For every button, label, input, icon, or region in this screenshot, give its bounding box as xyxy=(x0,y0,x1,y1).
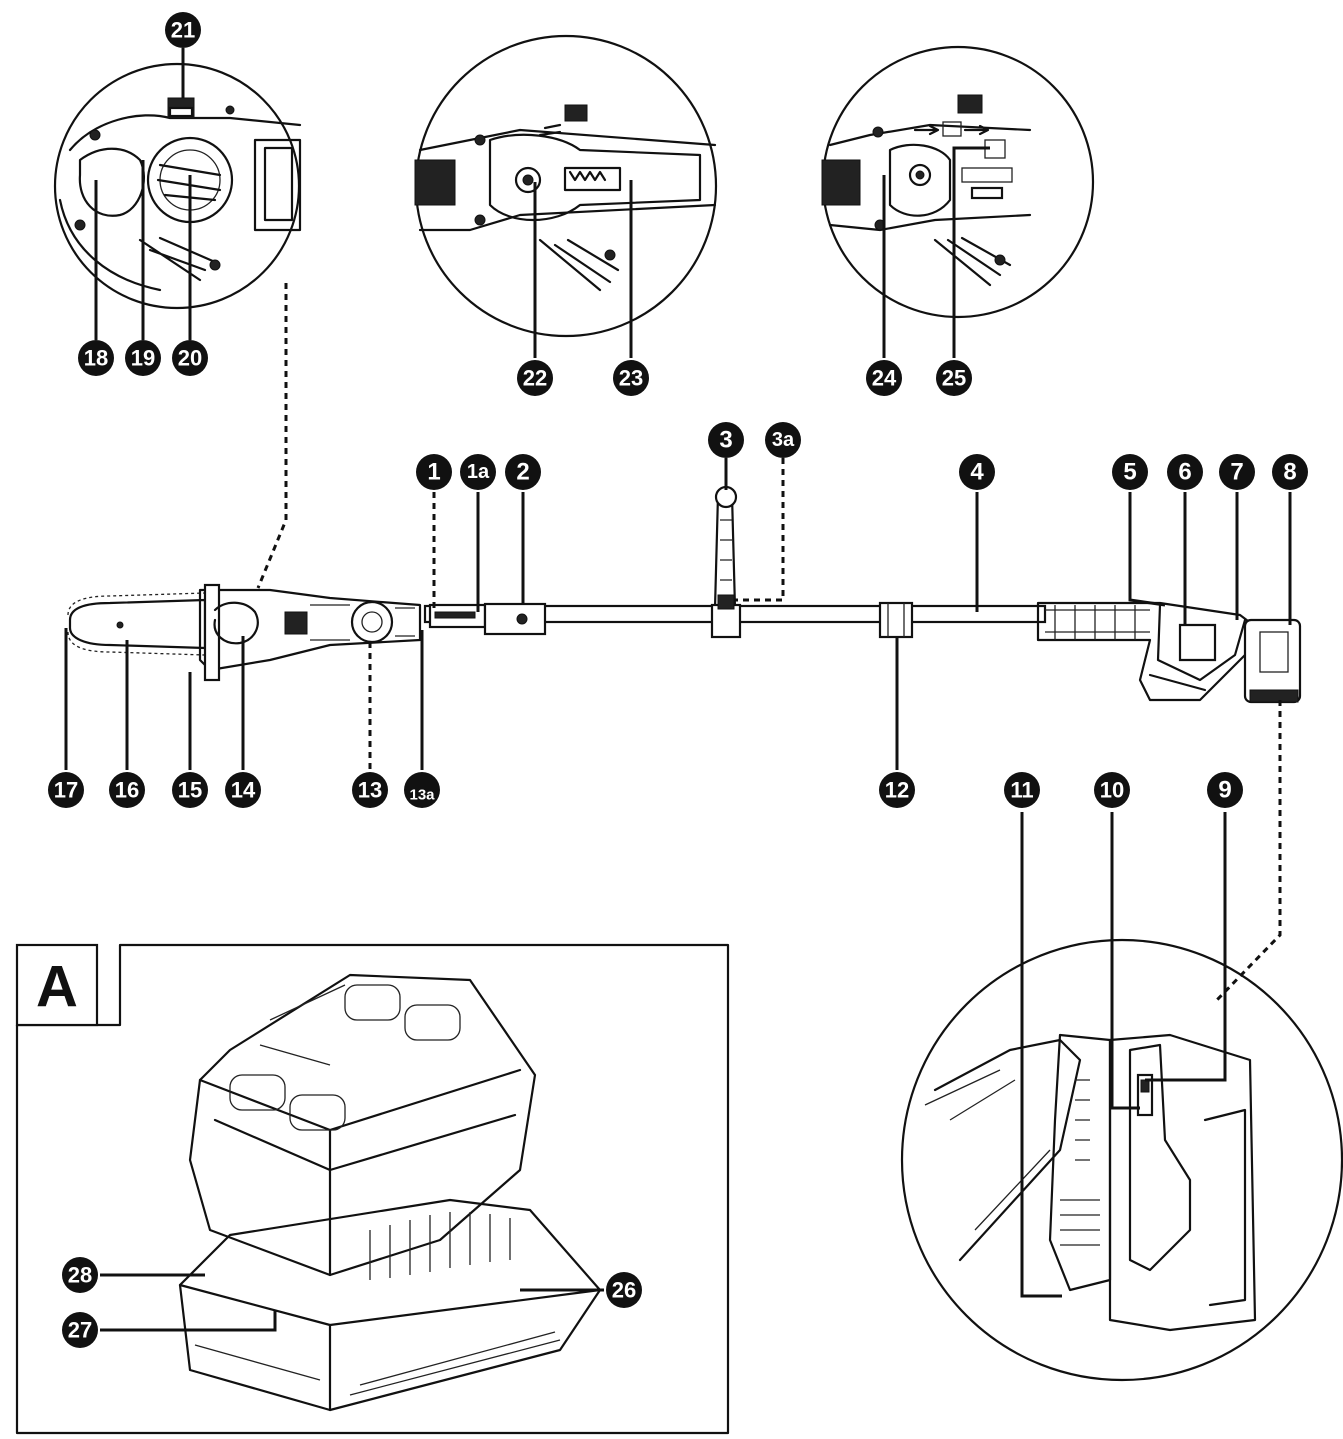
svg-text:2: 2 xyxy=(516,459,529,486)
callout-23: 23 xyxy=(613,360,649,396)
detail-circle-cover-removed xyxy=(821,45,1095,319)
svg-text:1a: 1a xyxy=(467,461,490,483)
svg-text:10: 10 xyxy=(1100,778,1124,803)
svg-text:13: 13 xyxy=(358,778,382,803)
svg-text:14: 14 xyxy=(231,778,256,803)
callout-3a: 3a xyxy=(765,422,801,458)
svg-text:3a: 3a xyxy=(772,429,795,451)
callout-7: 7 xyxy=(1219,454,1255,490)
callout-12: 12 xyxy=(879,772,915,808)
svg-text:17: 17 xyxy=(54,778,78,803)
svg-text:13a: 13a xyxy=(409,787,435,804)
svg-text:23: 23 xyxy=(619,366,643,391)
pole-saw-main xyxy=(67,485,1302,704)
inset-a-panel xyxy=(15,943,730,1435)
svg-text:9: 9 xyxy=(1218,777,1231,804)
svg-text:15: 15 xyxy=(178,778,202,803)
callout-21: 21 xyxy=(165,12,201,48)
callout-15: 15 xyxy=(172,772,208,808)
callout-25: 25 xyxy=(936,360,972,396)
svg-text:4: 4 xyxy=(970,459,984,486)
svg-text:11: 11 xyxy=(1010,778,1033,803)
svg-text:25: 25 xyxy=(942,366,966,391)
callout-24: 24 xyxy=(866,360,902,396)
callout-14: 14 xyxy=(225,772,261,808)
callout-4: 4 xyxy=(959,454,995,490)
detail-circle-battery xyxy=(900,938,1343,1382)
callout-13: 13 xyxy=(352,772,388,808)
svg-text:21: 21 xyxy=(171,18,195,43)
callout-1: 1 xyxy=(416,454,452,490)
callout-2: 2 xyxy=(505,454,541,490)
callout-16: 16 xyxy=(109,772,145,808)
callout-26: 26 xyxy=(606,1272,642,1308)
svg-text:22: 22 xyxy=(523,366,547,391)
detail-circle-chain-tension xyxy=(414,34,718,338)
inset-letter: A xyxy=(36,955,78,1020)
svg-text:28: 28 xyxy=(68,1263,92,1288)
callout-1a: 1a xyxy=(460,454,496,490)
svg-text:5: 5 xyxy=(1123,459,1136,486)
svg-text:18: 18 xyxy=(84,346,108,371)
svg-text:8: 8 xyxy=(1283,459,1296,486)
callout-18: 18 xyxy=(78,340,114,376)
callout-11: 11 xyxy=(1004,772,1040,808)
svg-text:1: 1 xyxy=(427,459,440,486)
leader-lines xyxy=(64,48,1292,1332)
callout-17: 17 xyxy=(48,772,84,808)
svg-text:16: 16 xyxy=(115,778,139,803)
callout-9: 9 xyxy=(1207,772,1243,808)
svg-text:27: 27 xyxy=(68,1318,92,1343)
callout-19: 19 xyxy=(125,340,161,376)
callout-22: 22 xyxy=(517,360,553,396)
callout-20: 20 xyxy=(172,340,208,376)
callout-3: 3 xyxy=(708,422,744,458)
battery-pack-drawing xyxy=(188,973,537,1277)
callout-28: 28 xyxy=(62,1257,98,1293)
callout-labels: 21 18 19 20 22 23 24 25 3 3a 1 1a 2 4 5 … xyxy=(48,12,1308,1348)
callout-27: 27 xyxy=(62,1312,98,1348)
svg-text:12: 12 xyxy=(885,778,909,803)
callout-5: 5 xyxy=(1112,454,1148,490)
callout-6: 6 xyxy=(1167,454,1203,490)
svg-text:19: 19 xyxy=(131,346,155,371)
charger-drawing xyxy=(178,1198,602,1412)
detail-circle-chain-cover xyxy=(53,62,302,310)
svg-text:24: 24 xyxy=(872,366,897,391)
svg-text:20: 20 xyxy=(178,346,202,371)
callout-10: 10 xyxy=(1094,772,1130,808)
callout-13a: 13a xyxy=(404,772,440,808)
callout-8: 8 xyxy=(1272,454,1308,490)
svg-text:3: 3 xyxy=(719,427,732,454)
svg-text:6: 6 xyxy=(1178,459,1191,486)
svg-text:26: 26 xyxy=(612,1278,636,1303)
svg-text:7: 7 xyxy=(1230,459,1243,486)
